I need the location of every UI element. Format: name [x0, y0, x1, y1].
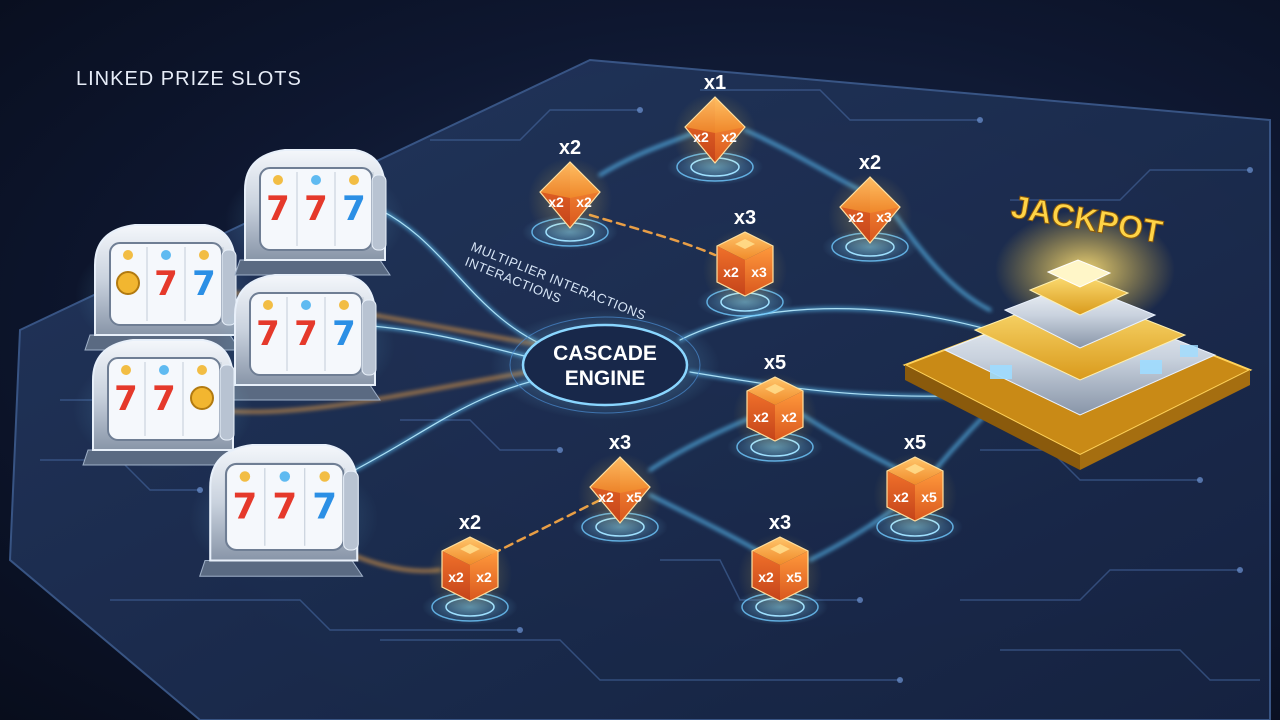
page-title: LINKED PRIZE SLOTS: [76, 68, 302, 90]
multiplier-label: x5: [764, 352, 786, 374]
multiplier-node: x5 x2 x5: [867, 432, 963, 545]
reel-symbol: 7: [114, 379, 138, 419]
reel-symbol: 7: [272, 487, 297, 528]
multiplier-face-right: x5: [921, 489, 937, 505]
reel-symbol: 7: [232, 487, 257, 528]
multiplier-nodes: x1 x2 x2 x2 x2 x2 x2 x2 x3 x3 x2 x3 x5 x2 x2 x3 x2 x5 x5 x2…: [422, 72, 963, 625]
multiplier-label: x2: [559, 137, 581, 159]
multiplier-face-left: x2: [848, 209, 864, 225]
reel-symbol: 7: [154, 264, 178, 304]
multiplier-face-right: x3: [876, 209, 892, 225]
reel-symbol: 7: [304, 189, 328, 229]
multiplier-face-left: x2: [723, 264, 739, 280]
multiplier-face-left: x2: [548, 194, 564, 210]
engine-label-line1: CASCADE: [553, 342, 657, 365]
jackpot-pyramid: JACKPOT: [902, 188, 1253, 470]
reel-symbol: 7: [342, 189, 366, 229]
reel-symbol: 7: [332, 314, 356, 354]
multiplier-face-right: x5: [626, 489, 642, 505]
reel-symbol: 7: [192, 264, 216, 304]
multiplier-face-right: x3: [751, 264, 767, 280]
multiplier-node: x3 x2 x3: [697, 207, 793, 320]
multiplier-label: x2: [459, 512, 481, 534]
multiplier-node: x2 x2 x2: [522, 137, 618, 250]
reel-symbol: 7: [312, 487, 337, 528]
coin-icon: [116, 271, 140, 295]
reel-symbol: 7: [152, 379, 176, 419]
coin-icon: [190, 386, 214, 410]
multiplier-face-right: x2: [781, 409, 797, 425]
multiplier-face-left: x2: [448, 569, 464, 585]
multiplier-face-left: x2: [598, 489, 614, 505]
multiplier-node: x3 x2 x5: [572, 432, 668, 545]
multiplier-face-left: x2: [758, 569, 774, 585]
multiplier-label: x3: [769, 512, 791, 534]
multiplier-label: x3: [734, 207, 756, 229]
multiplier-node: x2 x2 x3: [822, 152, 918, 265]
reel-symbol: 7: [266, 189, 290, 229]
multiplier-face-right: x5: [786, 569, 802, 585]
multiplier-node: x3 x2 x5: [732, 512, 828, 625]
multiplier-face-right: x2: [476, 569, 492, 585]
multiplier-face-right: x2: [721, 129, 737, 145]
multiplier-node: x5 x2 x2: [727, 352, 823, 465]
multiplier-node: x1 x2 x2: [667, 72, 763, 185]
reel-symbol: 7: [256, 314, 280, 354]
multiplier-face-left: x2: [753, 409, 769, 425]
multiplier-label: x3: [609, 432, 631, 454]
multiplier-label: x5: [904, 432, 926, 454]
cascade-engine: CASCADE ENGINE: [490, 310, 720, 420]
reel-symbol: 7: [294, 314, 318, 354]
multiplier-face-left: x2: [693, 129, 709, 145]
multiplier-node: x2 x2 x2: [422, 512, 518, 625]
multiplier-label: x2: [859, 152, 881, 174]
engine-label-line2: ENGINE: [565, 367, 646, 390]
multiplier-label: x1: [704, 72, 726, 94]
circuit-traces: [40, 89, 1260, 681]
multiplier-face-left: x2: [893, 489, 909, 505]
multiplier-face-right: x2: [576, 194, 592, 210]
